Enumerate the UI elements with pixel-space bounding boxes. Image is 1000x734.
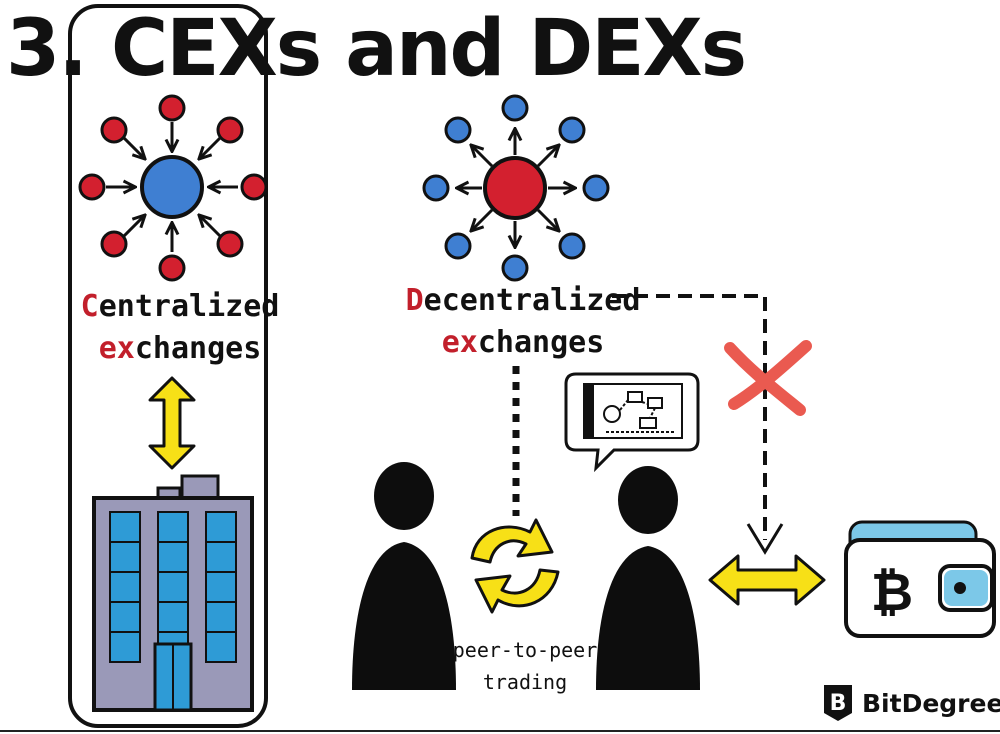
dex-initial: D bbox=[405, 283, 424, 318]
cex-label: Centralized exchanges bbox=[80, 286, 280, 370]
brand-badge-letter: B bbox=[830, 691, 847, 716]
cex-line2-prefix: ex bbox=[98, 331, 135, 366]
swap-arrows-icon bbox=[470, 518, 560, 614]
speech-bubble-icon bbox=[564, 372, 700, 473]
dex-line2: changes bbox=[477, 325, 605, 360]
person-silhouette-icon bbox=[596, 466, 700, 690]
decentralized-hub-icon bbox=[422, 94, 610, 282]
cex-line2: changes bbox=[134, 331, 262, 366]
person-silhouette-icon bbox=[352, 462, 456, 690]
wallet-symbol: ₿ bbox=[871, 563, 913, 623]
bitcoin-wallet-icon: ₿ bbox=[844, 520, 996, 638]
brand-name: BitDegree bbox=[862, 688, 1000, 718]
p2p-line1: peer-to-peer bbox=[452, 638, 598, 662]
double-arrow-icon bbox=[148, 376, 196, 470]
dex-to-wallet-connector bbox=[612, 294, 784, 555]
brand-logo: B BitDegree bbox=[822, 680, 1000, 726]
p2p-line2: trading bbox=[482, 670, 568, 694]
cex-line1: entralized bbox=[98, 289, 280, 324]
page-title: 3. CEXs and DEXs bbox=[6, 4, 747, 94]
office-building-icon bbox=[92, 474, 254, 712]
red-x-icon bbox=[724, 340, 812, 416]
double-arrow-icon bbox=[708, 554, 826, 606]
centralized-hub-icon bbox=[78, 94, 268, 282]
dex-line1: ecentralized bbox=[423, 283, 641, 318]
cex-initial: C bbox=[80, 289, 99, 324]
dex-label: Decentralized exchanges bbox=[398, 280, 648, 364]
cex-frame bbox=[68, 4, 268, 728]
p2p-label: peer-to-peer trading bbox=[440, 634, 610, 698]
dex-line2-prefix: ex bbox=[441, 325, 478, 360]
bitdegree-badge-icon: B bbox=[824, 685, 852, 721]
